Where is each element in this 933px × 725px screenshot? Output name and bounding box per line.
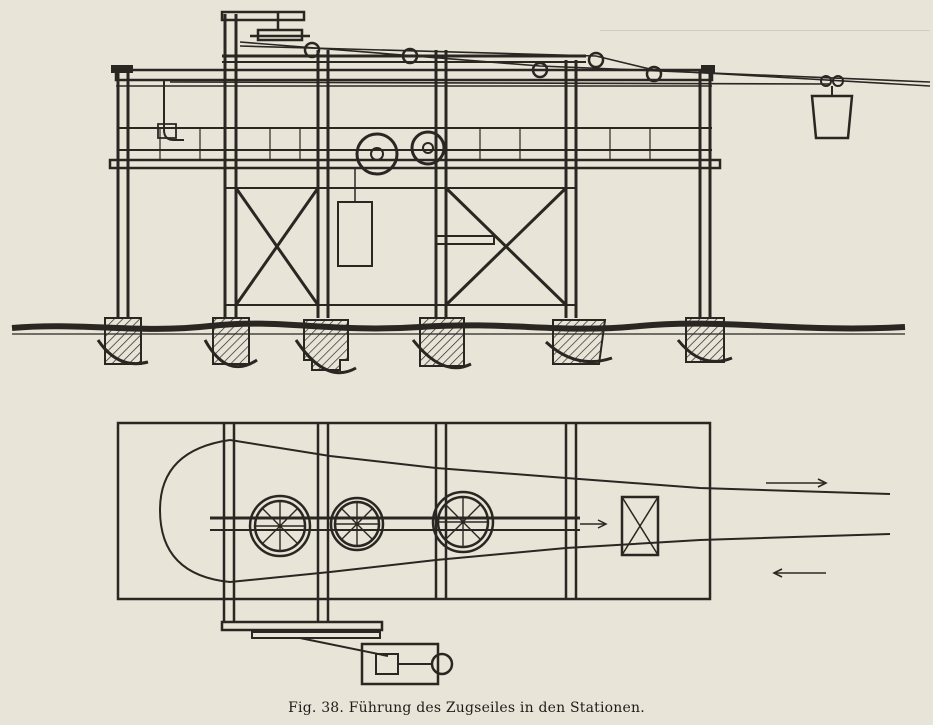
elevation-view [11, 10, 931, 375]
motor [360, 642, 454, 686]
plan-view [116, 421, 891, 686]
figure-caption: Fig. 38. Führung des Zugseiles in den St… [288, 700, 645, 716]
bleed-through-texture [600, 30, 930, 151]
direction-arrows [766, 478, 828, 578]
sheaves [303, 41, 663, 176]
hauling-ropes [169, 41, 931, 87]
cable-car [810, 75, 854, 140]
foundations [96, 317, 733, 375]
posts [116, 14, 712, 318]
